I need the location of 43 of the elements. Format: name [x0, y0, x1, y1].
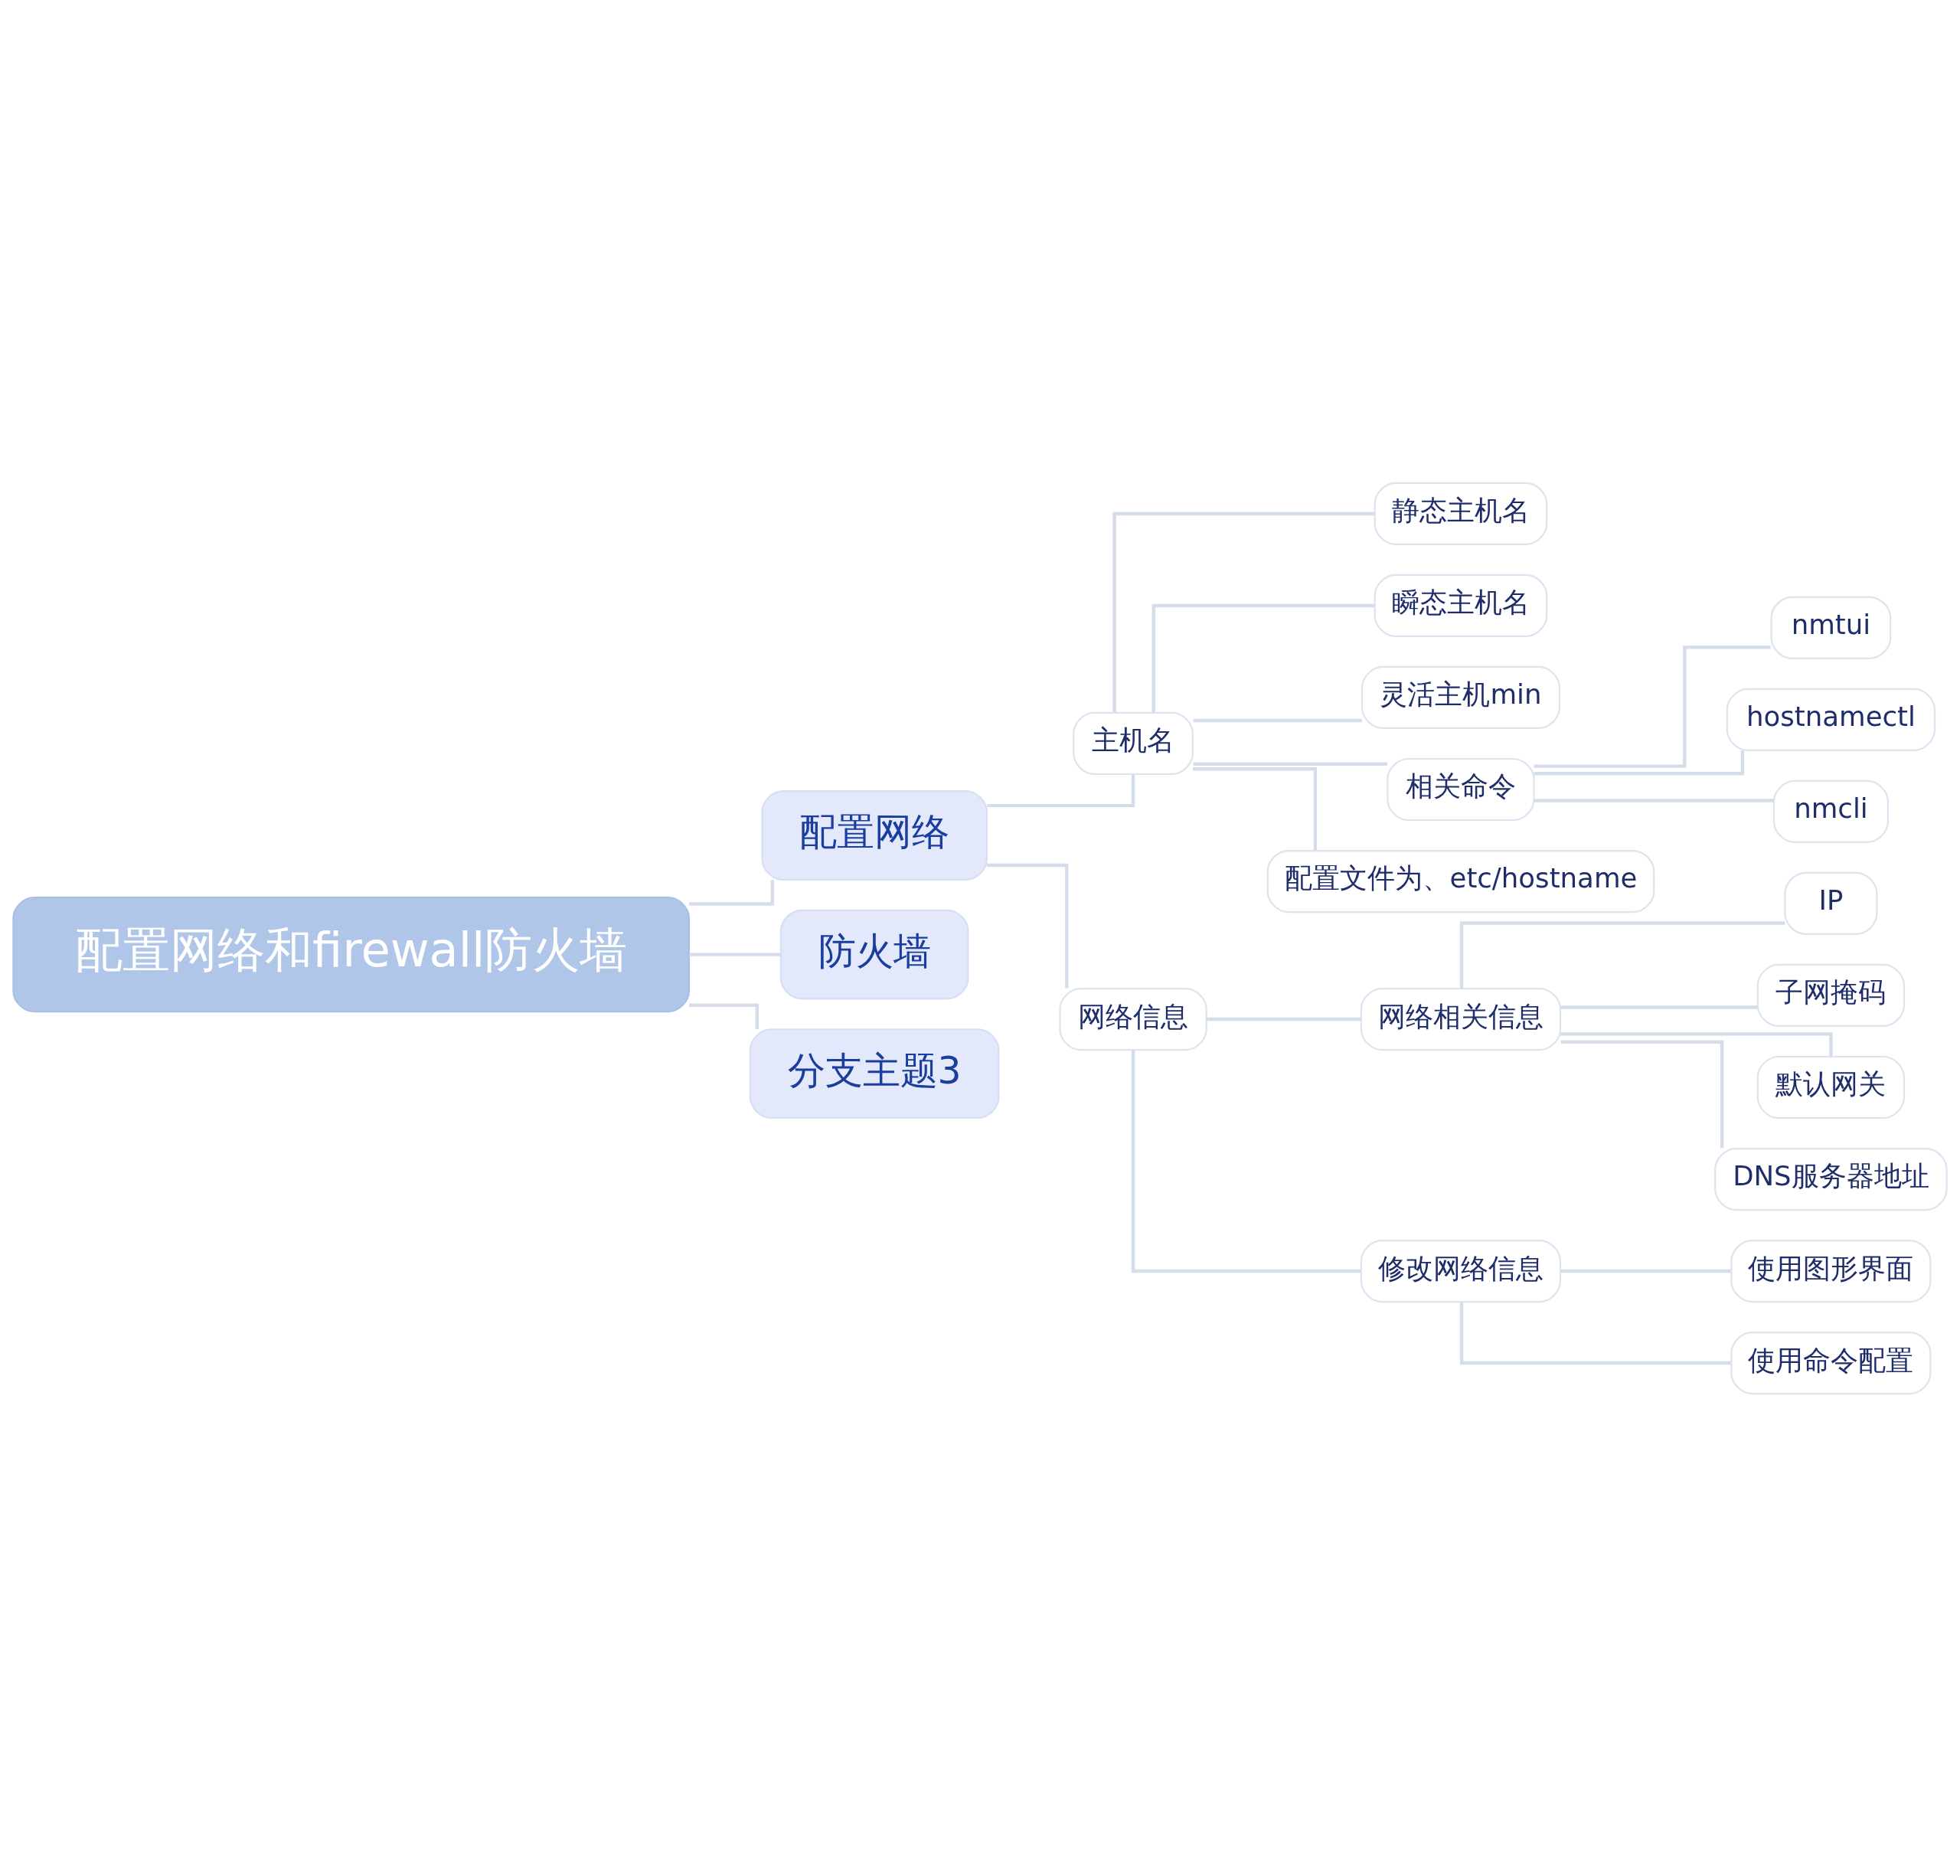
connector	[689, 1003, 760, 1029]
node-box: hostnamectl	[1726, 688, 1936, 751]
connector	[987, 774, 1135, 807]
node-box: 配置网络	[761, 789, 988, 881]
node-box: DNS服务器地址	[1714, 1147, 1948, 1211]
connector	[689, 879, 775, 906]
node-box: 使用图形界面	[1730, 1239, 1932, 1302]
connector	[1534, 645, 1771, 768]
connector	[987, 863, 1069, 988]
connector	[1534, 798, 1774, 802]
node-box: 灵活主机min	[1361, 665, 1560, 729]
node-box: 使用命令配置	[1730, 1331, 1932, 1394]
node-box: IP	[1784, 871, 1878, 935]
node-box: nmcli	[1772, 779, 1889, 843]
connector	[1207, 1017, 1361, 1021]
connector	[1112, 511, 1375, 712]
connector	[1131, 1049, 1361, 1273]
connector	[1560, 1040, 1724, 1148]
connector	[1192, 766, 1318, 851]
node-box: 默认网关	[1756, 1055, 1906, 1119]
connector	[1459, 920, 1785, 989]
node-box: 配置文件为、etc/hostname	[1266, 849, 1655, 913]
node-box: 瞬态主机名	[1374, 574, 1548, 637]
connector	[1534, 750, 1745, 775]
connector	[1560, 1005, 1758, 1009]
node-box: 修改网络信息	[1360, 1239, 1562, 1302]
node-box: nmtui	[1770, 596, 1892, 659]
node-box: 配置网络和firewall防火墙	[12, 896, 690, 1012]
connector	[1152, 603, 1375, 712]
node-box: 子网掩码	[1756, 963, 1906, 1027]
node-box: 防火墙	[779, 909, 969, 999]
node-box: 网络信息	[1059, 987, 1207, 1051]
node-box: 相关命令	[1387, 757, 1535, 821]
connector	[1459, 1302, 1731, 1365]
node-box: 网络相关信息	[1360, 987, 1562, 1051]
connector	[1193, 761, 1387, 766]
connector	[1560, 1269, 1731, 1273]
connector	[689, 952, 781, 956]
node-box: 分支主题3	[749, 1028, 1000, 1119]
node-box: 主机名	[1073, 711, 1194, 775]
node-box: 静态主机名	[1374, 482, 1548, 545]
connector	[1193, 718, 1362, 722]
connector	[1560, 1031, 1833, 1056]
